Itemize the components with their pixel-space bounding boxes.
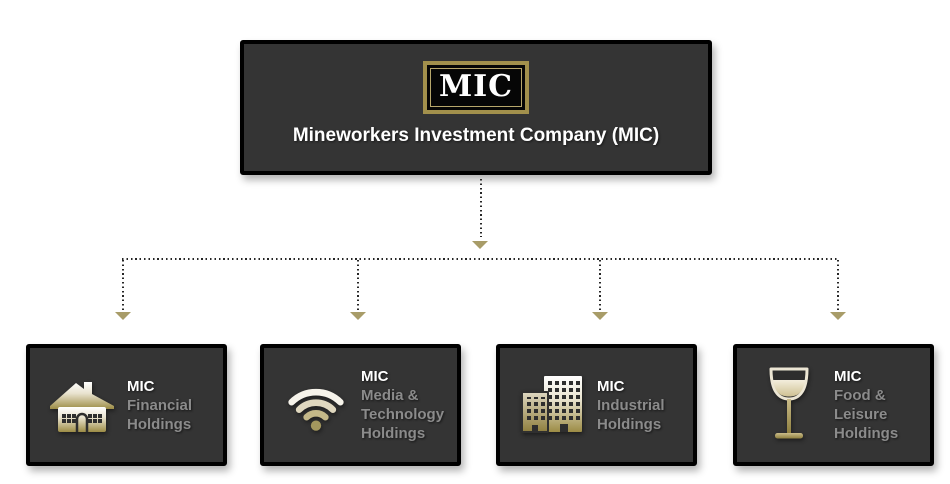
child-label: MIC Food & Leisure Holdings <box>834 367 898 443</box>
child-box-financial-holdings[interactable]: MIC Financial Holdings <box>26 344 227 466</box>
mic-logo: MIC <box>422 61 530 114</box>
child-box-media-technology-holdings[interactable]: MIC Media & Technology Holdings <box>260 344 461 466</box>
connector-drop-3 <box>599 260 601 310</box>
child-subtitle: Financial Holdings <box>127 396 193 433</box>
root-title: Mineworkers Investment Company (MIC) <box>292 124 660 146</box>
buildings-icon <box>520 374 584 436</box>
connector-arrow-top <box>472 241 488 249</box>
child-label: MIC Industrial Holdings <box>597 377 665 434</box>
connector-arrow-3 <box>592 312 608 320</box>
connector-stem-top <box>480 179 482 237</box>
mic-logo-frame: MIC <box>429 68 523 107</box>
child-subtitle: Media & Technology Holdings <box>361 387 445 442</box>
mic-logo-text: MIC <box>438 69 514 104</box>
child-subtitle: Industrial Holdings <box>597 396 665 433</box>
child-name: MIC <box>127 377 155 395</box>
connector-drop-1 <box>122 260 124 310</box>
wifi-icon <box>284 376 348 434</box>
connector-arrow-2 <box>350 312 366 320</box>
root-org-box[interactable]: MIC Mineworkers Investment Company (MIC) <box>240 40 712 175</box>
wine-glass-icon <box>757 366 821 444</box>
child-label: MIC Financial Holdings <box>127 377 192 434</box>
child-subtitle: Food & Leisure Holdings <box>834 387 899 442</box>
child-name: MIC <box>834 368 862 385</box>
connector-arrow-4 <box>830 312 846 320</box>
child-name: MIC <box>361 368 389 385</box>
child-name: MIC <box>597 377 625 395</box>
connector-horizontal-line <box>122 258 839 260</box>
connector-arrow-1 <box>115 312 131 320</box>
child-label: MIC Media & Technology Holdings <box>361 367 444 443</box>
house-icon <box>50 376 114 434</box>
connector-drop-2 <box>357 260 359 310</box>
connector-drop-4 <box>837 260 839 310</box>
child-box-food-leisure-holdings[interactable]: MIC Food & Leisure Holdings <box>733 344 934 466</box>
child-box-industrial-holdings[interactable]: MIC Industrial Holdings <box>496 344 697 466</box>
